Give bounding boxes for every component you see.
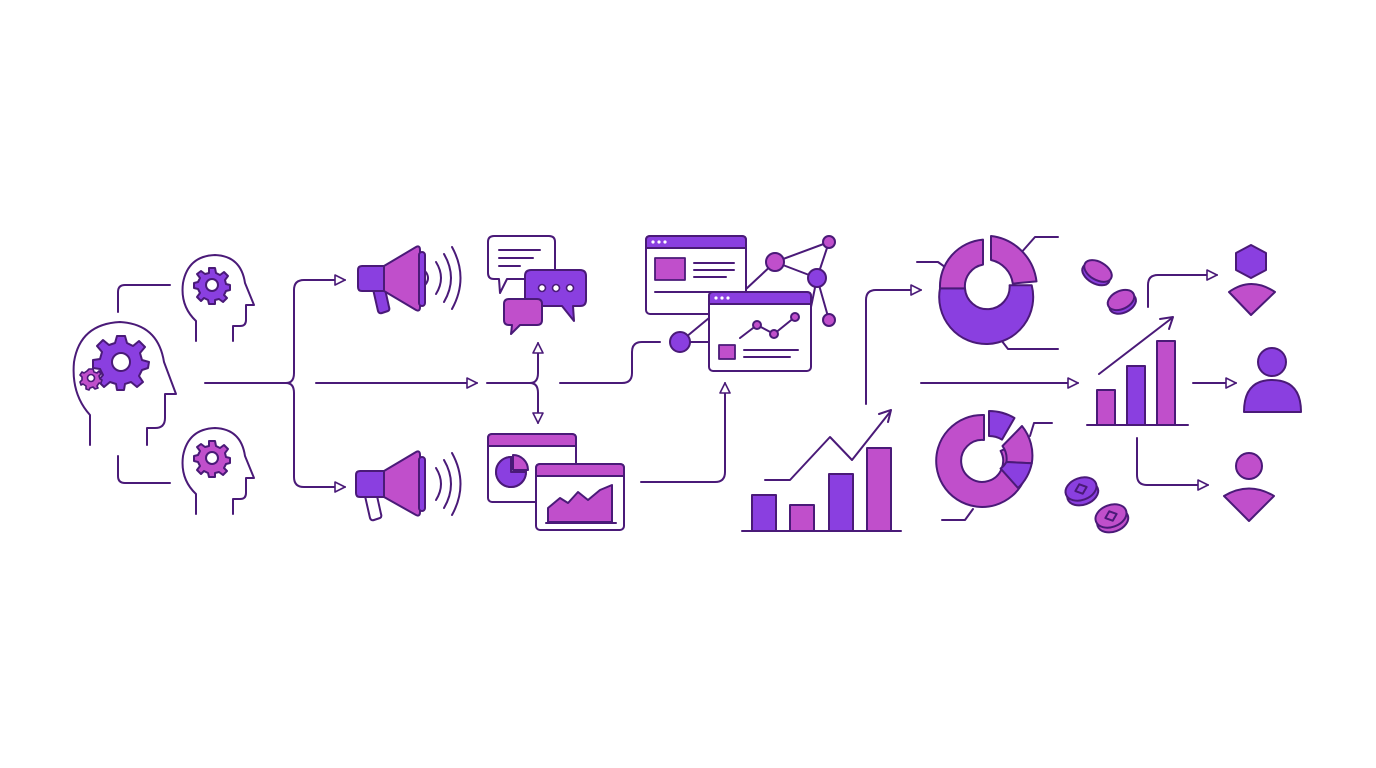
head-gears-icon-large [72,321,177,446]
megaphone-icon-bottom [355,450,462,522]
donut-chart-icon-bottom [935,410,1034,508]
connector-head-top [117,284,171,313]
chat-bubbles-icon [487,235,587,335]
coins-icon-bottom [1064,476,1130,534]
dashboard-windows-icon [487,433,625,531]
donut-bottom-callout-left [941,508,974,521]
connector-split-down [529,382,544,424]
connector-dashboard-up [640,382,731,483]
connector-split-up [529,342,544,384]
user-icon-top [1228,244,1276,316]
coins-icon-top [1081,259,1137,315]
donut-bottom-callout-right [1029,422,1053,437]
user-icon-middle [1243,347,1302,413]
connector-fork-down [285,382,346,493]
donut-chart-icon-top [938,235,1038,345]
head-gears-icon-top [181,254,255,342]
bar-chart-result-icon [1086,316,1189,426]
connector-to-user-top [1147,269,1218,308]
connector-to-network [559,341,661,384]
connector-to-donut-top [865,284,922,405]
connector-fork-up [285,274,346,384]
megaphone-icon-top [357,245,462,315]
connector-to-user-bottom [1136,437,1209,491]
connector-head-bottom [117,455,171,484]
connectors [117,236,1237,521]
user-icon-bottom [1223,452,1275,522]
bar-chart-growth-icon [741,409,902,532]
head-gears-icon-bottom [181,427,255,515]
network-browser-icon [645,235,836,372]
donut-top-callout-right [1019,236,1059,255]
